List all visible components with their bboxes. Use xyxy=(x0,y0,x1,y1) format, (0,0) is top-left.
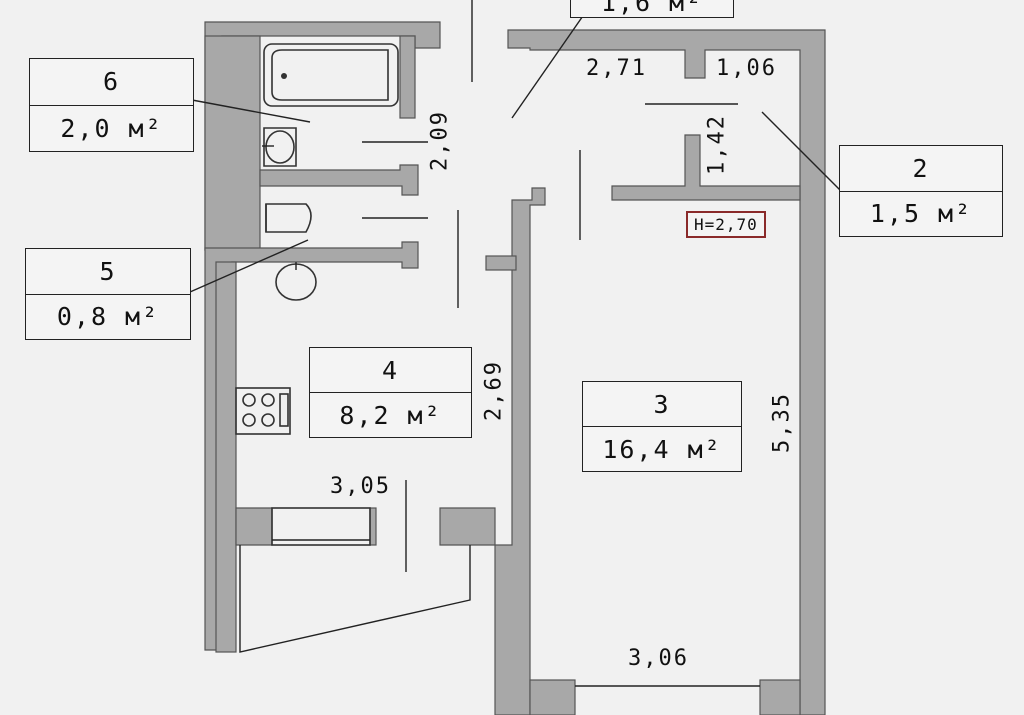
toilet-icon xyxy=(265,203,312,233)
room-label-3: 3 16,4 м² xyxy=(582,381,742,472)
room-area-2: 1,5 м² xyxy=(869,199,973,229)
room-label-partial-top: 1,6 м² xyxy=(570,0,734,18)
wall-bath-divider xyxy=(259,164,419,196)
balcony-outline xyxy=(239,545,471,653)
wall-kitchen-bottom xyxy=(235,507,273,546)
room-area-5: 0,8 м² xyxy=(56,302,160,332)
dim-3-05: 3,05 xyxy=(330,474,391,499)
room-number-3: 3 xyxy=(583,382,741,427)
wall-stub xyxy=(485,255,517,271)
room-label-4: 4 8,2 м² xyxy=(309,347,472,438)
leader-5 xyxy=(189,239,309,293)
room-label-2: 2 1,5 м² xyxy=(839,145,1003,237)
room-label-5: 5 0,8 м² xyxy=(25,248,191,340)
bathtub-icon xyxy=(263,43,399,107)
room-area-partial-top: 1,6 м² xyxy=(600,0,704,17)
ceiling-height-badge: H=2,70 xyxy=(686,211,766,238)
room-label-6: 6 2,0 м² xyxy=(29,58,194,152)
sink-icon xyxy=(263,127,297,167)
wall-hall-divider xyxy=(611,134,801,201)
room-area-6: 2,0 м² xyxy=(60,113,163,143)
dim-2-71: 2,71 xyxy=(586,56,647,81)
dim-1-06: 1,06 xyxy=(716,56,777,81)
leader-2 xyxy=(761,111,841,191)
wall-bottom-left-room xyxy=(529,679,576,715)
dim-2-09: 2,09 xyxy=(427,110,453,171)
dim-3-06: 3,06 xyxy=(628,646,689,671)
room-number-4: 4 xyxy=(310,348,471,393)
room-number-2: 2 xyxy=(840,146,1002,192)
leader-6 xyxy=(191,99,311,123)
wall-bottom-right-room xyxy=(759,679,801,715)
kitchen-window xyxy=(271,507,371,546)
room-number-5: 5 xyxy=(26,249,190,295)
wall-wc-lower xyxy=(204,241,419,651)
dim-2-69: 2,69 xyxy=(481,360,507,421)
wall-top-right xyxy=(507,29,826,715)
room-area-3: 16,4 м² xyxy=(602,434,722,464)
wall-bath-right xyxy=(399,35,416,119)
dim-1-42: 1,42 xyxy=(704,114,730,175)
wall-bath-left xyxy=(204,35,261,251)
wall-kitchen-left xyxy=(215,261,237,653)
stove-icon xyxy=(235,387,291,435)
room-area-4: 8,2 м² xyxy=(339,400,442,430)
wall-partition-kitchen-room xyxy=(439,187,546,715)
wall-kitchen-window-right xyxy=(369,507,377,546)
dim-5-35: 5,35 xyxy=(769,392,795,453)
room-number-6: 6 xyxy=(30,59,193,106)
